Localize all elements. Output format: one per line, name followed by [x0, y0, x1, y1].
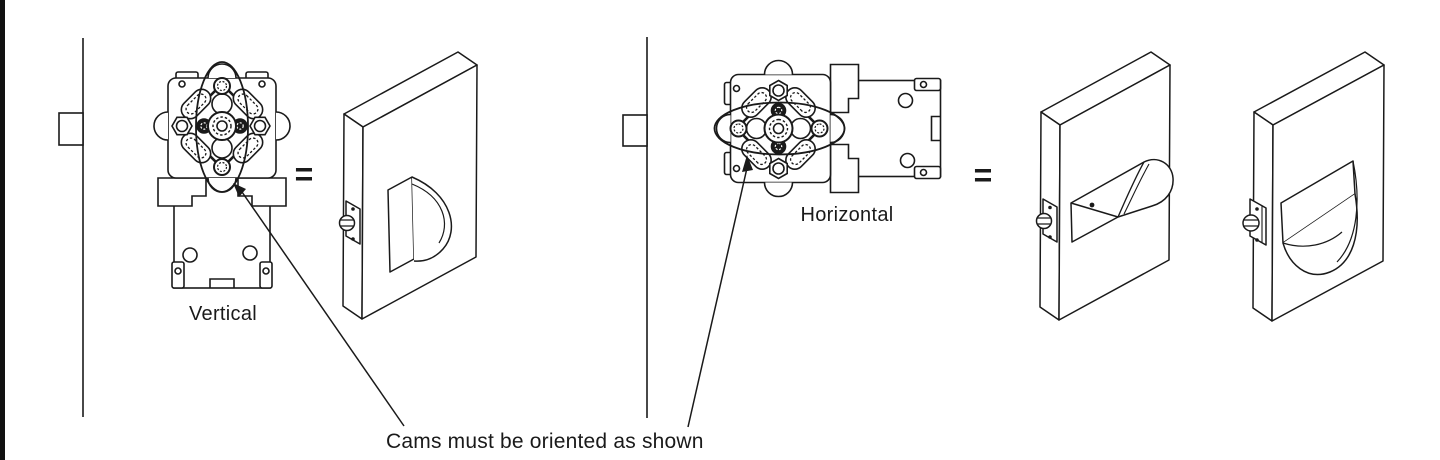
leader-line-vertical [241, 191, 405, 427]
vertical-chassis-drawing [152, 60, 405, 427]
cams-orientation-caption: Cams must be oriented as shown [386, 430, 704, 453]
door-horizontal-pull-drawing [1242, 51, 1385, 322]
leader-line-horizontal [687, 167, 748, 428]
door-frame-line-right [622, 37, 648, 418]
latch-bolt [1242, 214, 1260, 232]
vertical-paddle-handle [387, 176, 415, 273]
latch-prep-square-left [58, 112, 84, 146]
latch-bolt [338, 214, 356, 232]
horizontal-paddle-handle [1070, 158, 1174, 243]
door-vertical-paddle-drawing [338, 51, 478, 320]
door-frame-line-left [58, 38, 84, 417]
door-horizontal-paddle-drawing [1035, 51, 1174, 321]
arrowhead-horizontal-cam [742, 155, 753, 172]
equals-sign-left: = [294, 156, 314, 192]
page-edge-bar [0, 0, 5, 460]
pull-handle-scoop [1282, 193, 1358, 276]
latch-prep-square-right [622, 114, 648, 147]
horizontal-orientation-label: Horizontal [800, 204, 894, 226]
vertical-orientation-label: Vertical [189, 303, 257, 325]
latch-bolt [1035, 212, 1053, 230]
equals-sign-right: = [973, 157, 993, 193]
arrowhead-vertical-cam [233, 183, 246, 197]
horizontal-chassis-drawing [687, 59, 942, 428]
